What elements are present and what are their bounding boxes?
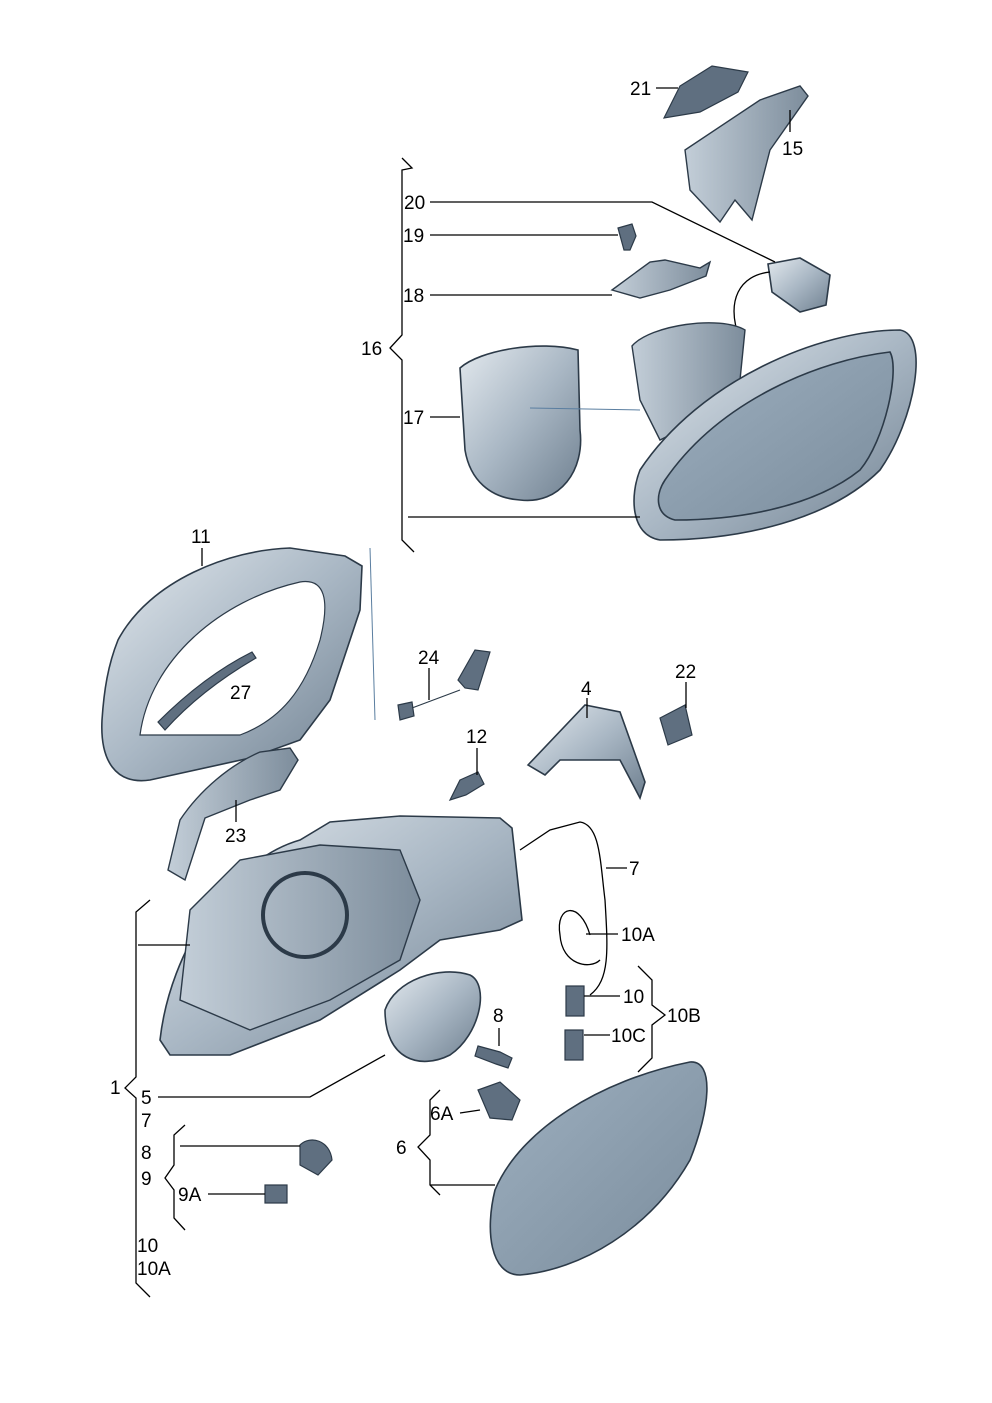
label-15: 15 (782, 139, 803, 160)
interior-mirror-glass (657, 351, 894, 521)
housing-mechanism (179, 844, 421, 1031)
group-label-9: 9 (141, 1169, 152, 1190)
part-18-bracket (610, 259, 712, 299)
label-10B: 10B (667, 1006, 701, 1027)
part-21-cover (662, 65, 749, 119)
part-10-connector (565, 985, 585, 1017)
label-7: 7 (629, 859, 640, 880)
label-21: 21 (630, 79, 651, 100)
label-23: 23 (225, 826, 246, 847)
part-8-screw (474, 1045, 513, 1069)
label-12: 12 (466, 727, 487, 748)
part-6A-connector (477, 1081, 521, 1121)
group-label-10A: 10A (137, 1259, 171, 1280)
group-label-8: 8 (141, 1143, 152, 1164)
label-16: 16 (361, 339, 382, 360)
label-1: 1 (110, 1078, 121, 1099)
part-27-strip (157, 651, 257, 731)
part-15-trim (684, 85, 809, 224)
part-24-cable (397, 649, 491, 721)
label-10: 10 (623, 987, 644, 1008)
label-8: 8 (493, 1006, 504, 1027)
part-7-cable (519, 821, 608, 996)
label-4: 4 (581, 679, 592, 700)
label-10C: 10C (611, 1026, 646, 1047)
part-10A-cable (558, 909, 601, 966)
label-24: 24 (418, 648, 440, 669)
label-9A: 9A (178, 1185, 202, 1206)
label-18: 18 (403, 286, 424, 307)
actuator-ring (261, 871, 349, 959)
part-19-screw (617, 223, 637, 251)
part-9A-connector (264, 1184, 288, 1204)
group-label-5: 5 (141, 1088, 152, 1109)
part-5-plate (384, 971, 482, 1063)
part-6-glass (489, 1061, 708, 1276)
label-11: 11 (191, 527, 211, 548)
group-label-10: 10 (137, 1236, 158, 1257)
part-22-clip (659, 704, 693, 746)
part-labels: 21 15 20 19 18 16 17 11 24 27 4 22 12 23… (110, 79, 803, 1280)
label-6A: 6A (430, 1104, 454, 1125)
part-20-connector (767, 257, 831, 313)
group-label-7: 7 (141, 1111, 152, 1132)
part-23-bracket (167, 747, 299, 882)
part-12-screw (448, 771, 485, 801)
part-9-bulb (299, 1139, 333, 1176)
label-27: 27 (230, 683, 251, 704)
part-17-housing (459, 345, 582, 502)
leader-lines (124, 87, 791, 1298)
label-10A: 10A (621, 925, 655, 946)
part-10C-connector (564, 1029, 584, 1061)
label-6: 6 (396, 1138, 407, 1159)
label-17: 17 (403, 408, 424, 429)
label-22: 22 (675, 662, 696, 683)
part-4-cover (526, 704, 646, 801)
label-19: 19 (403, 226, 424, 247)
label-20: 20 (404, 193, 425, 214)
